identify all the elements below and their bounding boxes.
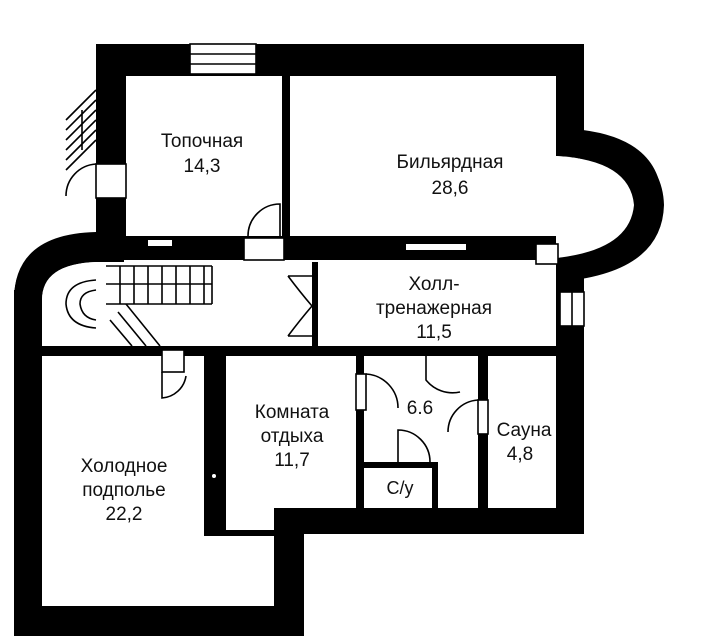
room-rest-name-1: Комната bbox=[255, 402, 330, 423]
vent-1-icon bbox=[148, 240, 172, 246]
room-wc bbox=[368, 468, 432, 508]
room-sauna bbox=[488, 356, 556, 508]
room-cellar-area: 22,2 bbox=[106, 504, 143, 525]
marker-dot bbox=[212, 474, 216, 478]
room-billiard-name: Бильярдная bbox=[397, 152, 504, 173]
bottom-wall-right bbox=[300, 508, 584, 534]
room-boiler bbox=[126, 76, 282, 236]
bottom-wall bbox=[14, 606, 304, 636]
labels: Топочная 14,3 Бильярдная 28,6 Холл- трен… bbox=[81, 131, 552, 525]
room-cellar-name-2: подполье bbox=[82, 480, 166, 501]
room-billiard bbox=[290, 76, 556, 236]
upper-left-wall bbox=[96, 44, 126, 240]
room-billiard-bay bbox=[556, 156, 634, 258]
room-washroom-area: 6.6 bbox=[407, 398, 433, 419]
details bbox=[65, 43, 661, 478]
room-boiler-name: Топочная bbox=[161, 131, 243, 152]
cellar-right-wall bbox=[204, 356, 226, 536]
door-left-icon bbox=[65, 163, 97, 197]
door-wc-icon bbox=[397, 429, 431, 463]
corridor-top-wall bbox=[124, 236, 558, 260]
hall-left-partition bbox=[312, 262, 318, 350]
hall-bottom-wall bbox=[42, 346, 558, 356]
room-hall-name-1: Холл- bbox=[408, 274, 459, 295]
room-rest-name-2: отдыха bbox=[261, 426, 324, 447]
door-cellar-icon bbox=[161, 372, 187, 399]
room-cellar-name-1: Холодное bbox=[81, 456, 168, 477]
wc-top-wall bbox=[362, 462, 438, 468]
top-wall bbox=[96, 44, 584, 76]
door-hall-icon bbox=[287, 275, 313, 337]
wall-layer bbox=[14, 44, 664, 636]
partition-boiler bbox=[282, 76, 290, 246]
door-rest-icon bbox=[365, 373, 399, 409]
room-boiler-area: 14,3 bbox=[184, 156, 221, 177]
wc-right-wall bbox=[432, 462, 438, 512]
stair-icon bbox=[65, 265, 213, 347]
room-hall bbox=[318, 262, 556, 346]
room-cellar-low bbox=[204, 536, 274, 606]
room-cellar bbox=[42, 372, 204, 606]
room-hall-area: 11,5 bbox=[416, 322, 452, 343]
room-sauna-area: 4,8 bbox=[507, 444, 533, 465]
room-washroom-low bbox=[438, 462, 478, 508]
room-billiard-area: 28,6 bbox=[432, 178, 469, 199]
room-wc-name: С/у bbox=[387, 478, 414, 498]
stair-round-wall bbox=[14, 232, 124, 300]
room-washroom bbox=[364, 356, 478, 462]
cellar-right-wall-low bbox=[204, 530, 304, 536]
vent-2-icon bbox=[406, 244, 466, 250]
room-hall-name-2: тренажерная bbox=[376, 298, 492, 319]
room-rest bbox=[226, 356, 356, 508]
door-boiler-icon bbox=[247, 203, 281, 237]
room-sauna-name: Сауна bbox=[497, 420, 552, 441]
rest-right-wall bbox=[356, 356, 364, 512]
door-washroom-icon bbox=[425, 356, 461, 394]
bay-window-icon bbox=[579, 187, 661, 277]
room-rest-area: 11,7 bbox=[274, 450, 310, 471]
window-top bbox=[189, 43, 257, 75]
left-wall-lower bbox=[14, 290, 42, 636]
outdoor-stair-icon bbox=[65, 89, 97, 171]
door-sauna-icon bbox=[447, 399, 479, 433]
